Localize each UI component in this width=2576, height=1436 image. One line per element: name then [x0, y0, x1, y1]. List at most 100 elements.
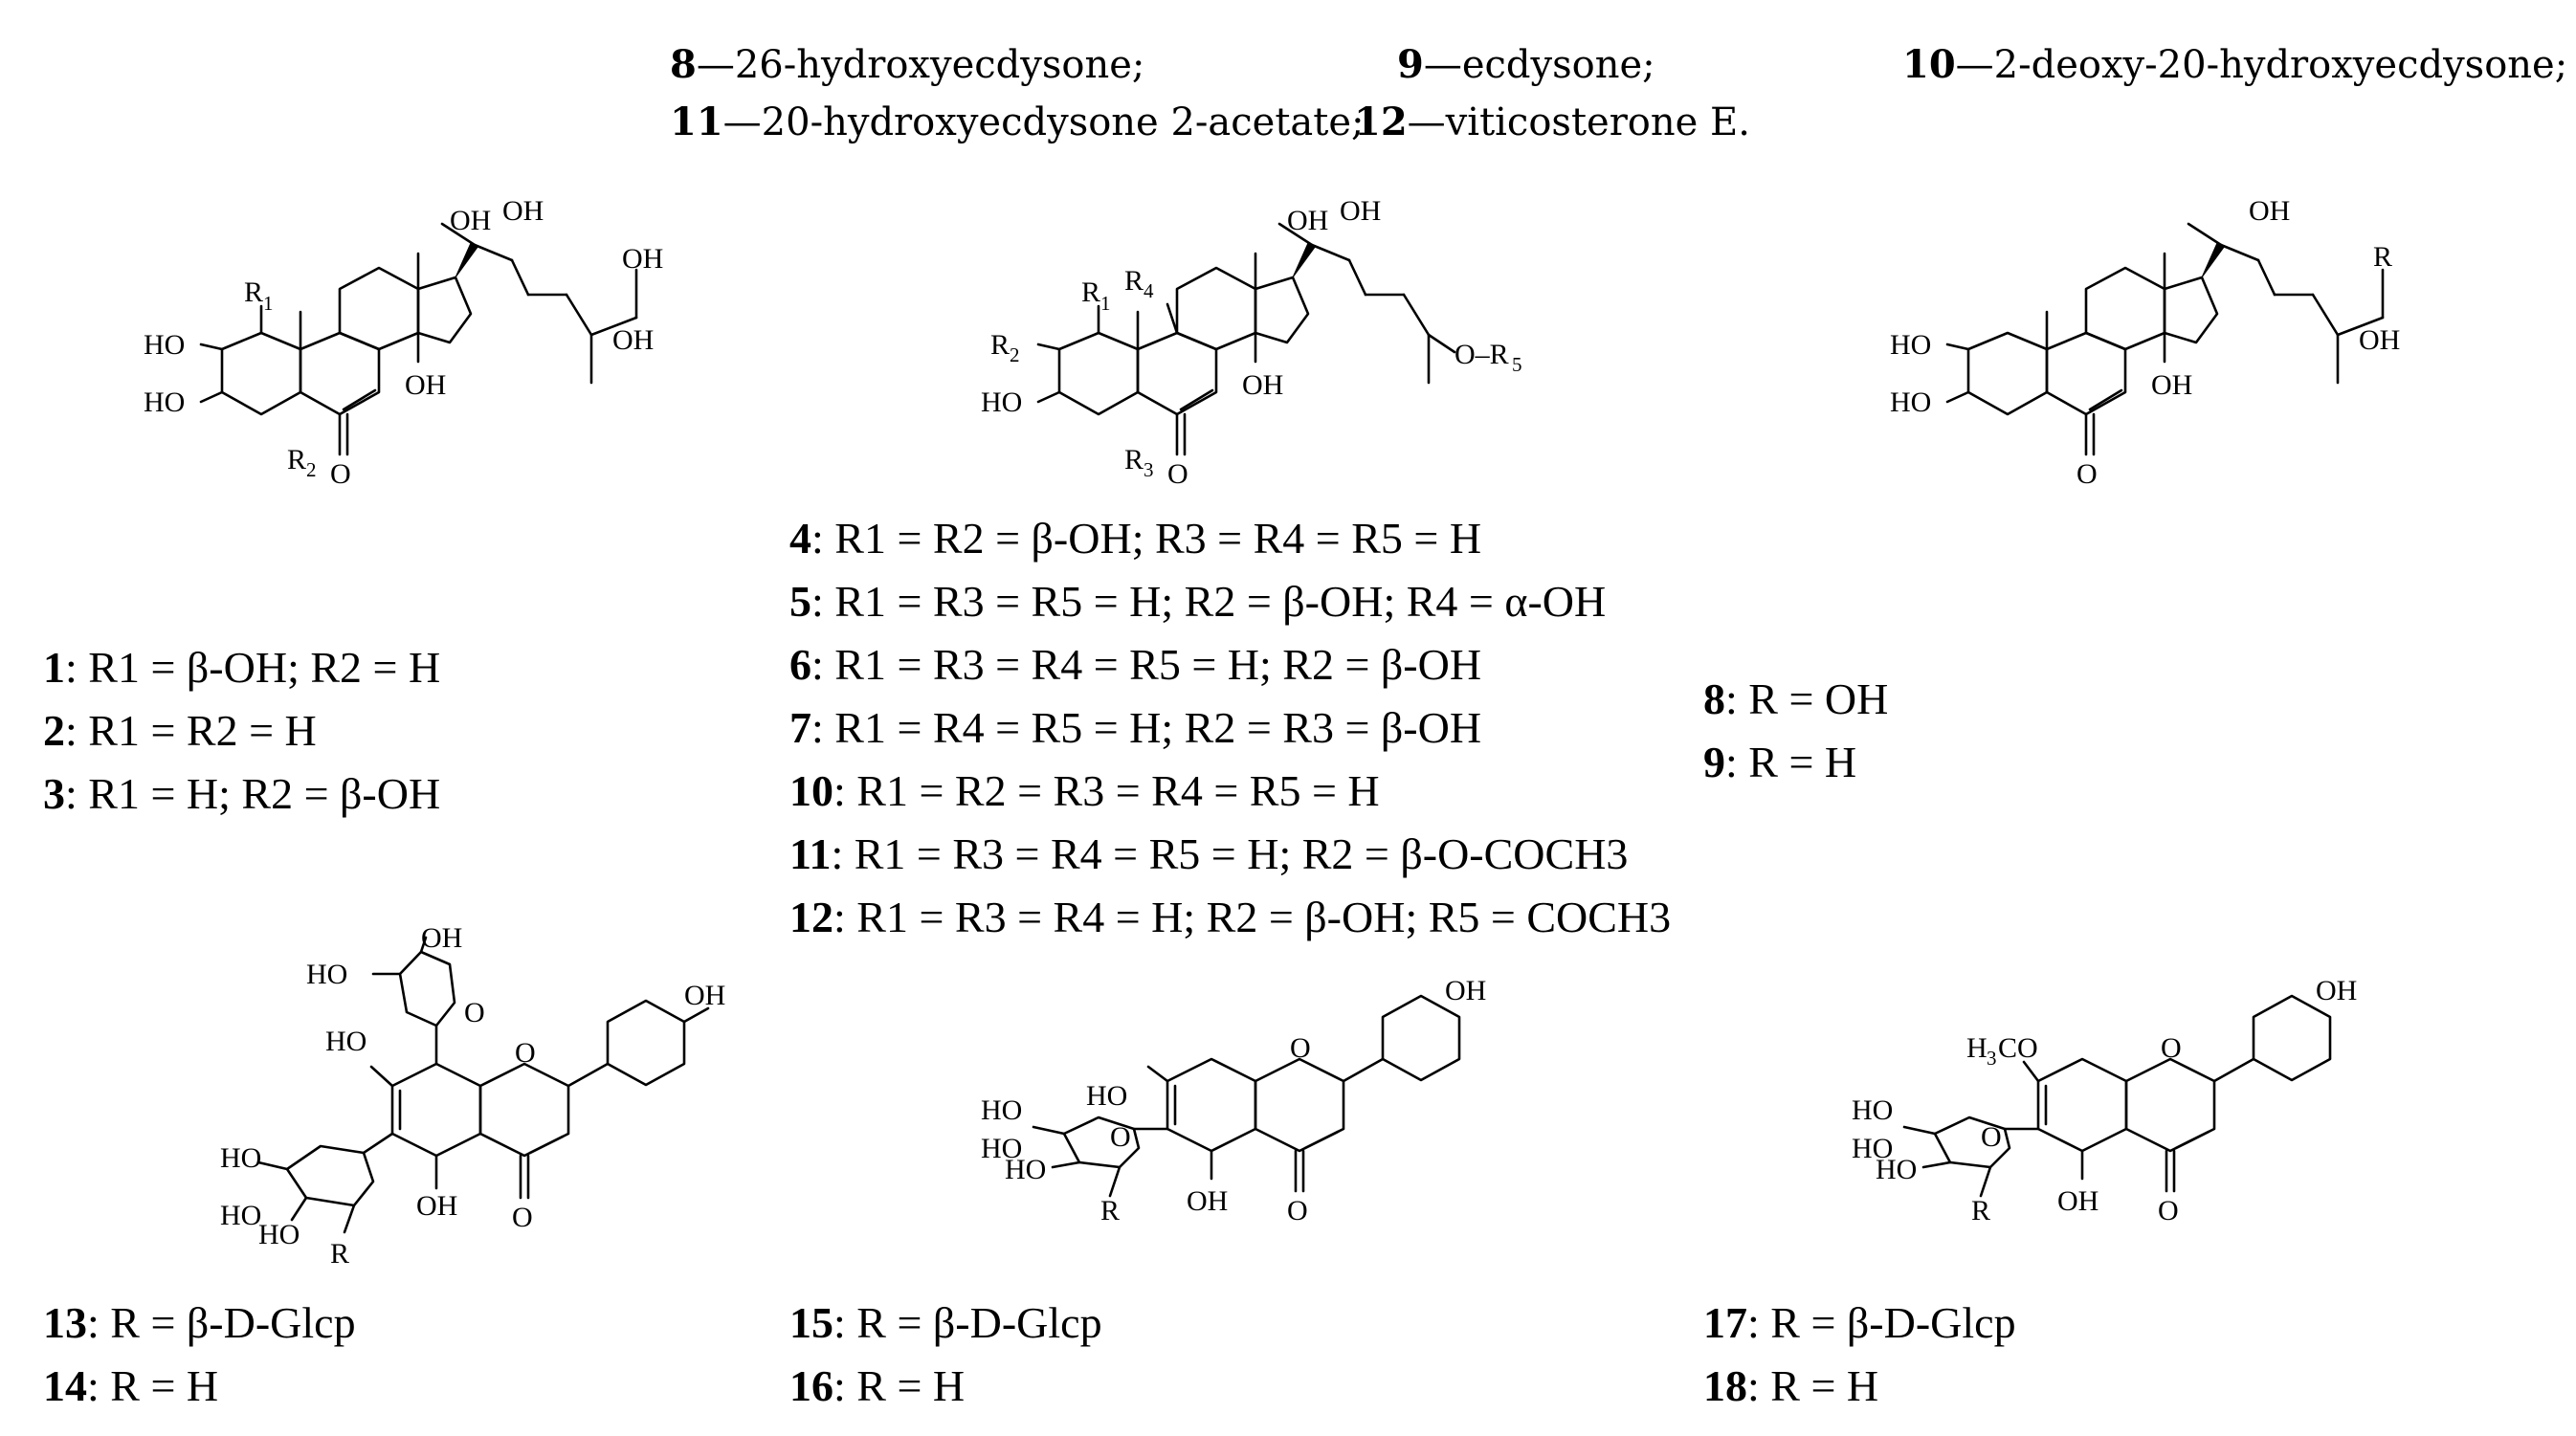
label-subscript: 1 — [263, 292, 274, 315]
flavone-ring-c — [478, 1062, 570, 1158]
label-subscript: 1 — [1100, 292, 1111, 315]
compound-substituents: : R1 = H; R2 = β-OH — [65, 769, 441, 818]
compound-number: 10 — [789, 766, 833, 815]
compound-substituents: : R = H — [1747, 1361, 1879, 1410]
label-o: O — [1110, 1121, 1131, 1153]
compound-number: 9 — [1397, 42, 1424, 87]
label-r: R — [1081, 276, 1100, 308]
ring-a — [1057, 331, 1140, 416]
compound-number: 9 — [1703, 738, 1725, 786]
label-ho: HO — [220, 1142, 261, 1174]
legend-line: 4: R1 = R2 = β-OH; R3 = R4 = R5 = H — [789, 507, 1671, 570]
ring-c — [338, 266, 420, 351]
label-oh: OH — [1287, 205, 1328, 236]
label-o: O — [1167, 458, 1188, 490]
legend-compounds-4-12: 4: R1 = R2 = β-OH; R3 = R4 = R5 = H 5: R… — [789, 507, 1671, 949]
compound-name: —2-deoxy-20-hydroxyecdysone; — [1955, 43, 2568, 87]
label-ho: HO — [981, 1133, 1022, 1164]
legend-line: 3: R1 = H; R2 = β-OH — [43, 762, 440, 826]
legend-compounds-13-14: 13: R = β-D-Glcp 14: R = H — [43, 1292, 356, 1418]
legend-line: 2: R1 = R2 = H — [43, 699, 440, 762]
compound-substituents: : R1 = R3 = R4 = H; R2 = β-OH; R5 = COCH… — [833, 893, 1672, 941]
sugar-ring-left — [285, 1144, 375, 1207]
label-ho: HO — [1876, 1154, 1917, 1185]
label-oh: OH — [684, 980, 725, 1011]
label-subscript: 3 — [1987, 1047, 1997, 1070]
legend-compounds-15-16: 15: R = β-D-Glcp 16: R = H — [789, 1292, 1102, 1418]
ring-d — [416, 276, 473, 344]
compound-substituents: : R = H — [1725, 738, 1857, 786]
compound-number: 16 — [789, 1361, 833, 1410]
label-subscript: 3 — [1144, 458, 1154, 481]
compound-number: 17 — [1703, 1298, 1747, 1347]
label-o-r: O–R — [1455, 339, 1509, 370]
label-o: O — [330, 458, 351, 490]
flavone-ring-b — [2252, 994, 2332, 1082]
compound-number: 1 — [43, 643, 65, 692]
label-ho: HO — [981, 1094, 1022, 1126]
label-o: O — [1981, 1121, 2002, 1153]
label-r: R — [2373, 241, 2392, 273]
compound-number: 14 — [43, 1361, 87, 1410]
label-r: R — [244, 276, 263, 308]
ring-a — [1966, 331, 2049, 416]
label-oh: OH — [1187, 1185, 1228, 1217]
ring-c — [2084, 266, 2166, 351]
compound-number: 11 — [670, 99, 723, 144]
compound-number: 8 — [1703, 674, 1725, 723]
compound-number: 11 — [789, 829, 832, 878]
structure-ecdysteroid-8-9: HO HO O OH OH R OH — [1880, 191, 2454, 536]
label-ho: HO — [1005, 1154, 1046, 1185]
label-subscript: 2 — [1010, 343, 1020, 366]
label-o: O — [2076, 458, 2098, 490]
compound-name: —ecdysone; — [1423, 43, 1655, 87]
label-oh: OH — [1242, 369, 1283, 401]
legend-line: 8: R = OH — [1703, 668, 1888, 731]
label-o: O — [1287, 1195, 1308, 1226]
flavone-c-glycoside-drawing: HO O HO HO HO R OH O O OH — [981, 975, 1486, 1226]
compound-substituents: : R1 = R3 = R5 = H; R2 = β-OH; R4 = α-OH — [811, 577, 1607, 626]
label-o: O — [464, 997, 485, 1028]
legend-line: 15: R = β-D-Glcp — [789, 1292, 1102, 1355]
label-o: O — [1290, 1032, 1311, 1064]
flavone-ring-a — [1166, 1057, 1257, 1153]
compound-substituents: : R = β-D-Glcp — [1747, 1298, 2016, 1347]
label-oh: OH — [2057, 1185, 2099, 1217]
label-oh: OH — [1340, 195, 1381, 227]
legend-line: 7: R1 = R4 = R5 = H; R2 = R3 = β-OH — [789, 696, 1671, 760]
compound-number: 2 — [43, 706, 65, 755]
compound-substituents: : R = β-D-Glcp — [87, 1298, 356, 1347]
label-oh: OH — [502, 195, 544, 227]
compound-number: 12 — [1354, 99, 1408, 144]
legend-compounds-8-9: 8: R = OH 9: R = H — [1703, 668, 1888, 794]
label-oh: OH — [416, 1190, 457, 1222]
legend-line: 5: R1 = R3 = R5 = H; R2 = β-OH; R4 = α-O… — [789, 570, 1671, 633]
label-r: R — [287, 444, 306, 475]
legend-line: 10: R1 = R2 = R3 = R4 = R5 = H — [789, 760, 1671, 823]
compound-substituents: : R1 = R4 = R5 = H; R2 = R3 = β-OH — [811, 703, 1482, 752]
legend-line: 13: R = β-D-Glcp — [43, 1292, 356, 1355]
label-r: R — [1124, 444, 1144, 475]
label-o: O — [2158, 1195, 2179, 1226]
flavone-ring-b — [1381, 994, 1461, 1082]
compound-number: 5 — [789, 577, 811, 626]
ring-d — [1254, 276, 1310, 344]
flavone-ring-a — [2036, 1057, 2128, 1153]
compound-substituents: : R1 = R2 = β-OH; R3 = R4 = R5 = H — [811, 514, 1482, 563]
legend-line: 16: R = H — [789, 1355, 1102, 1418]
flavone-ring-a — [390, 1062, 482, 1158]
label-oh: OH — [2151, 369, 2192, 401]
label-co: CO — [1998, 1032, 2038, 1064]
sugar-ring-top — [398, 950, 456, 1027]
legend-line: 12: R1 = R3 = R4 = H; R2 = β-OH; R5 = CO… — [789, 886, 1671, 949]
compound-substituents: : R = OH — [1725, 674, 1889, 723]
compound-number: 12 — [789, 893, 833, 941]
label-r: R — [330, 1238, 349, 1270]
compound-number: 18 — [1703, 1361, 1747, 1410]
label-ho: HO — [144, 329, 185, 361]
compound-number: 6 — [789, 640, 811, 689]
legend-compounds-17-18: 17: R = β-D-Glcp 18: R = H — [1703, 1292, 2016, 1418]
label-ho: HO — [1890, 387, 1931, 418]
label-ho: HO — [325, 1026, 366, 1057]
